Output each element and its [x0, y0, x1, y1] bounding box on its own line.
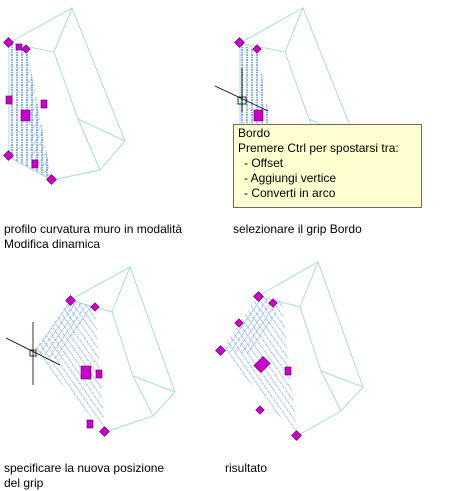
tooltip-option-convert-arc: - Converti in arco [244, 186, 336, 200]
tooltip-option-offset: - Offset [244, 156, 284, 170]
profile-hatch-fan [27, 50, 52, 180]
grips [3, 37, 57, 185]
profile-hatch [240, 43, 270, 125]
crosshair-cursor [214, 68, 269, 112]
crosshair-cursor [5, 322, 61, 385]
caption-step-2: selezionare il grip Bordo [233, 222, 362, 236]
wall-outline [257, 261, 364, 437]
grips [234, 37, 264, 122]
panel-1-wall-profile [3, 7, 126, 185]
tooltip-hint: Premere Ctrl per spostarsi tra: [238, 141, 399, 155]
profile-hatch-upper [33, 300, 95, 360]
profile-hatch-upper [221, 296, 282, 355]
tooltip-title: Bordo [238, 126, 271, 140]
panel-4-result [215, 261, 364, 441]
panel-3-new-grip-position [5, 266, 176, 437]
tooltip-option-add-vertex: - Aggiungi vertice [244, 171, 337, 185]
caption-step-3: specificare la nuova posizione del grip [4, 461, 165, 490]
caption-step-4: risultato [225, 461, 268, 475]
grips [215, 291, 302, 441]
caption-step-1: profilo curvatura muro in modalità Modif… [4, 222, 183, 251]
grips [65, 295, 110, 437]
edge-grip-tooltip: Bordo Premere Ctrl per spostarsi tra: - … [233, 124, 422, 208]
